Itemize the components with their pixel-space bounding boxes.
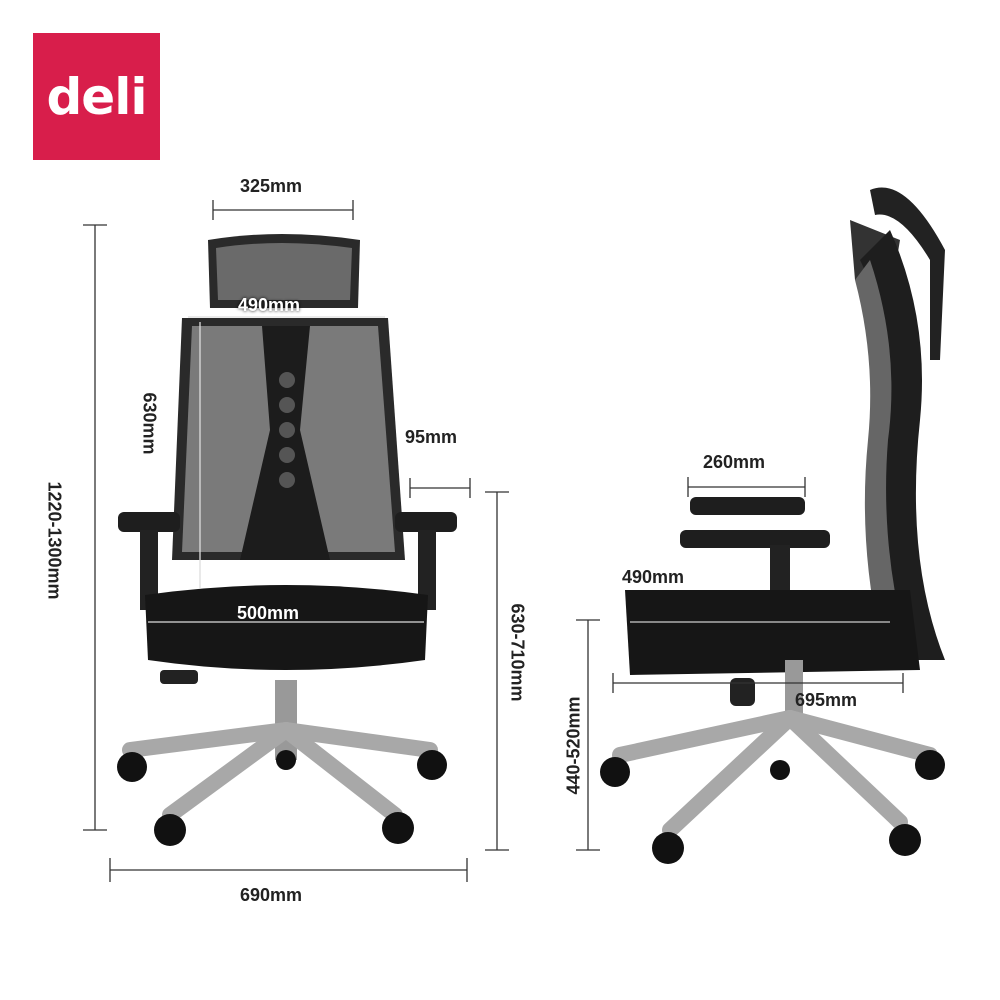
- seat-width-label: 500mm: [237, 603, 300, 623]
- total-height-label: 1220-1300mm: [44, 481, 65, 600]
- armrest-offset-label: 95mm: [405, 427, 458, 447]
- base-depth-label: 695mm: [795, 690, 858, 710]
- armrest-height-label: 630-710mm: [507, 603, 528, 702]
- logo-text: deli: [46, 67, 148, 126]
- dimension-lines: [83, 200, 904, 882]
- seat-height-label: 440-520mm: [563, 696, 584, 795]
- seat-depth-label: 490mm: [622, 567, 685, 587]
- armrest-length-label: 260mm: [703, 452, 766, 472]
- side-chair: [600, 187, 945, 864]
- deli-logo: deli: [33, 33, 160, 160]
- backrest-height-label: 630mm: [139, 392, 160, 455]
- backrest-width-label: 490mm: [238, 295, 301, 315]
- front-chair: [117, 234, 457, 846]
- base-width-label: 690mm: [240, 885, 303, 905]
- headrest-width-label: 325mm: [240, 176, 303, 196]
